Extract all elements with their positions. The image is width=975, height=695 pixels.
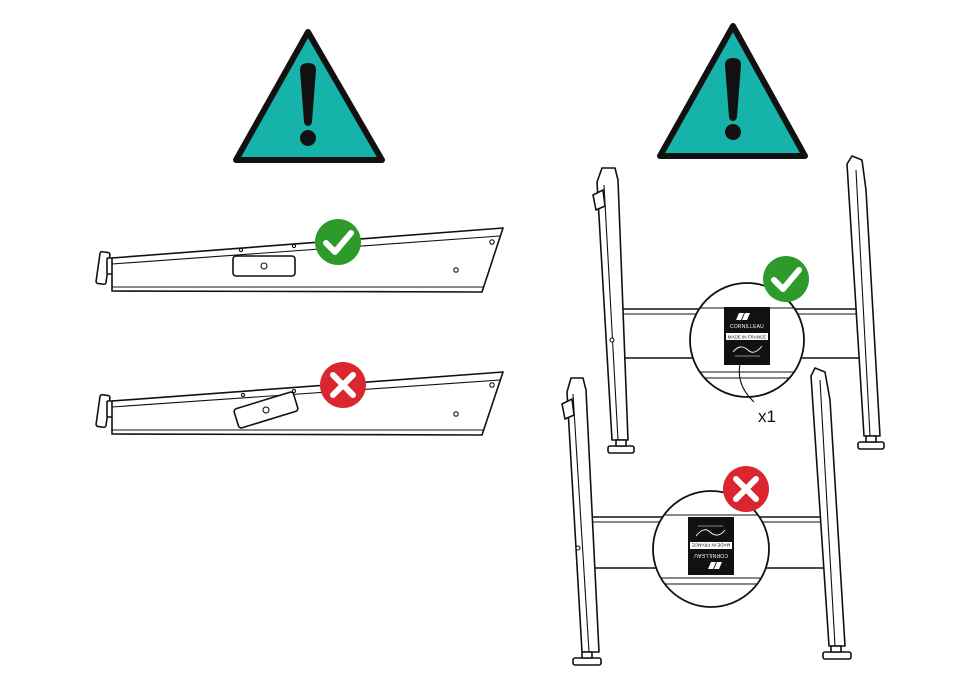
label-detail-magnifier-correct: CORNILLEAU MADE IN FRANCE x1: [689, 282, 805, 426]
svg-text:MADE IN FRANCE: MADE IN FRANCE: [692, 543, 731, 548]
product-label-upside-down: CORNILLEAU MADE IN FRANCE: [688, 517, 734, 575]
incorrect-cross-icon: [320, 362, 366, 408]
product-label-upright: CORNILLEAU MADE IN FRANCE: [724, 307, 770, 365]
mounting-plate-rotated: [233, 391, 299, 429]
svg-text:CORNILLEAU: CORNILLEAU: [730, 324, 764, 330]
mounting-plate: [232, 255, 296, 277]
incorrect-cross-icon-right: [723, 466, 769, 512]
right-warning-icon: [657, 23, 808, 159]
apron-correct-orientation: [95, 227, 504, 293]
quantity-label: x1: [758, 407, 776, 426]
left-warning-icon: [233, 29, 385, 163]
svg-text:CORNILLEAU: CORNILLEAU: [694, 552, 728, 558]
apron-incorrect-orientation: [95, 371, 504, 436]
svg-text:MADE IN FRANCE: MADE IN FRANCE: [728, 335, 767, 340]
correct-checkmark-icon: [315, 219, 361, 265]
label-detail-magnifier-incorrect: CORNILLEAU MADE IN FRANCE: [652, 490, 770, 608]
correct-checkmark-icon-right: [763, 256, 809, 302]
